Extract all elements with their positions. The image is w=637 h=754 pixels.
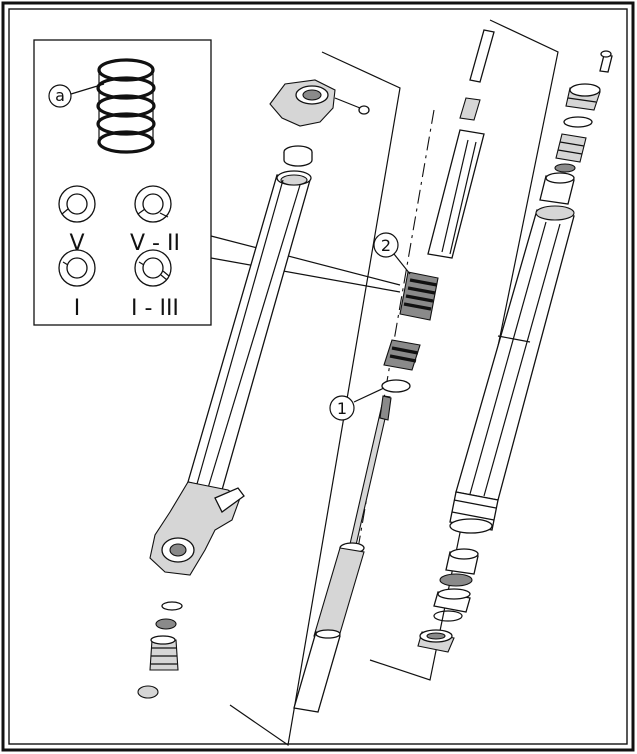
spacer-rod-icon <box>469 29 495 83</box>
o-ring-icon <box>161 601 183 611</box>
spring-mark-i-iii: I - III <box>131 249 179 321</box>
bolt-icon <box>149 635 179 671</box>
spring-mark-i-iii-label: I - III <box>131 296 179 321</box>
adjuster-icon <box>555 133 587 163</box>
small-spring-icon <box>554 163 576 173</box>
cap-bolt-icon <box>565 50 613 111</box>
inner-frame <box>8 8 628 745</box>
spring-mark-v-ii: V - II <box>130 185 180 256</box>
dust-seal-icon <box>417 629 455 653</box>
cap-o-ring-icon <box>563 116 593 128</box>
fork-spring-lower-icon <box>383 339 421 371</box>
damper-assembly: 2 1 <box>293 29 495 713</box>
oil-seal-icon <box>433 588 471 613</box>
detail-inset: a V V - II I I - III <box>33 39 401 326</box>
outer-tube-assembly <box>137 79 370 699</box>
callout-2-circle <box>373 232 399 258</box>
spring-mark-v: V <box>58 185 96 256</box>
upper-bracket-icon <box>269 79 370 127</box>
callout-a-circle <box>48 84 72 108</box>
inner-tube-icon <box>455 205 575 501</box>
retaining-clip-icon <box>433 610 463 622</box>
spacer-tube-icon <box>427 129 485 259</box>
spring-mark-i: I <box>58 249 96 321</box>
seal-washer-icon <box>439 573 473 587</box>
inner-tube-assembly <box>417 50 613 653</box>
washer-part-1-icon <box>381 379 411 393</box>
callout-2-label: 2 <box>381 236 391 255</box>
bushing-icon <box>445 548 479 575</box>
callout-1-label: 1 <box>337 399 347 418</box>
fork-spring-upper-icon <box>399 271 439 321</box>
damper-rod-icon <box>293 395 392 713</box>
spacer-sleeve-icon <box>459 97 481 121</box>
spring-detail-icon <box>96 58 156 154</box>
bottom-cap-icon <box>137 685 159 699</box>
slider-icon <box>449 491 499 534</box>
washer-icon <box>155 618 177 630</box>
axle-bracket-icon <box>149 481 245 576</box>
callout-1-circle <box>329 395 355 421</box>
callout-a-label: a <box>55 86 65 105</box>
spring-mark-i-label: I <box>74 296 81 321</box>
outer-tube-icon <box>187 170 312 491</box>
